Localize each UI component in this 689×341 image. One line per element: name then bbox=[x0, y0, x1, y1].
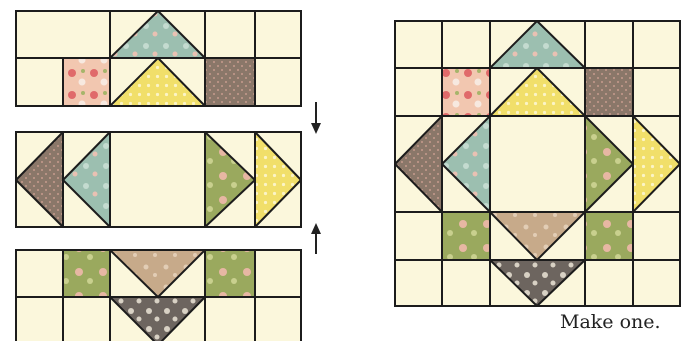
brown-dot-square bbox=[585, 68, 633, 116]
row-middle bbox=[16, 132, 301, 227]
strawberry-square bbox=[442, 68, 490, 116]
up-arrow bbox=[311, 223, 321, 254]
brown-dot-square bbox=[205, 58, 255, 106]
down-arrow bbox=[311, 102, 321, 134]
press-arrows bbox=[311, 102, 321, 254]
finished-block bbox=[395, 21, 680, 306]
green-square bbox=[442, 212, 490, 260]
green-floral-square bbox=[585, 212, 633, 260]
green-floral-square bbox=[205, 250, 255, 297]
row-top bbox=[16, 11, 301, 106]
assembly-rows bbox=[16, 11, 301, 341]
green-square bbox=[63, 250, 110, 297]
row-bottom bbox=[16, 250, 301, 341]
strawberry-square bbox=[63, 58, 110, 106]
make-one-caption: Make one. bbox=[560, 311, 661, 333]
